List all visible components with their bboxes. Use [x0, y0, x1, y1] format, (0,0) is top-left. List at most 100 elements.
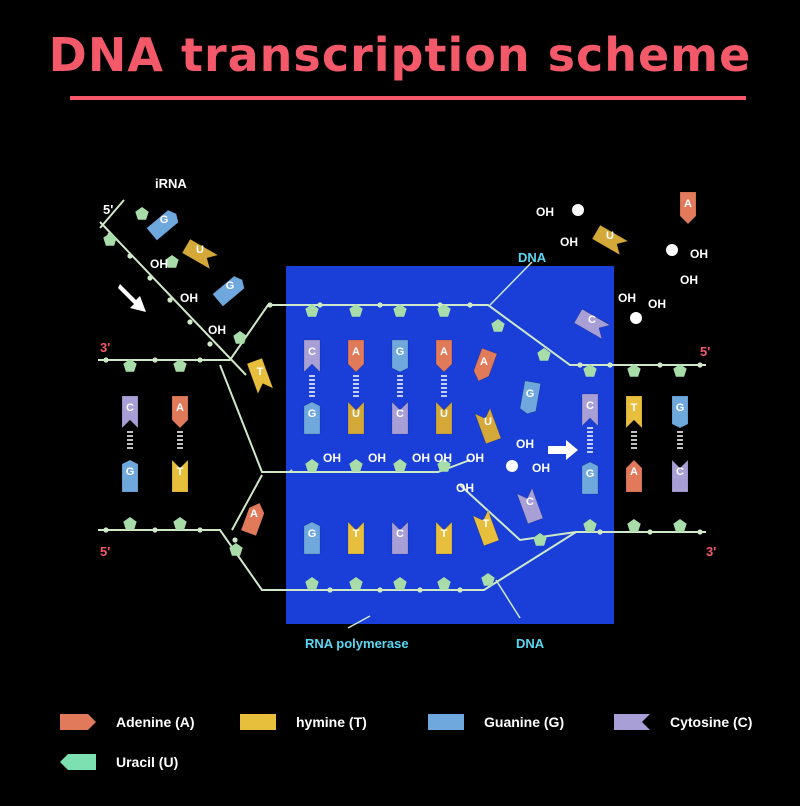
nucleotide-c: C — [121, 395, 139, 429]
dna-bottom-strand-upper — [459, 484, 577, 542]
nucleotide-letter: T — [177, 466, 184, 478]
nucleotide-shape — [347, 401, 365, 435]
nucleotide-letter: C — [396, 528, 404, 540]
irna-strand — [99, 221, 247, 376]
nucleotide-u: U — [181, 238, 219, 270]
sugar-pentagon — [673, 364, 687, 377]
backbone-dot — [127, 253, 133, 259]
nucleotide-shape — [240, 502, 265, 537]
dna-bottom-link — [231, 474, 263, 531]
rna-polymerase-label: RNA polymerase — [305, 636, 409, 651]
nucleotide-g: G — [519, 380, 542, 415]
nucleotide-g: G — [212, 275, 245, 307]
nucleotide-c: C — [581, 393, 599, 427]
nucleotide-shape — [121, 395, 139, 429]
sugar-pentagon — [349, 304, 363, 317]
sugar-pentagon — [229, 543, 243, 556]
nucleotide-shape — [581, 393, 599, 427]
nucleotide-c: C — [391, 401, 409, 435]
three-prime-label: 3' — [100, 340, 110, 355]
sugar-pentagon — [173, 517, 187, 530]
oh-label: OH — [456, 481, 474, 495]
nucleotide-shape — [435, 401, 453, 435]
legend-swatch-shape — [60, 754, 96, 770]
nucleotide-t: T — [171, 459, 189, 493]
sugar-pentagon — [123, 359, 137, 372]
nucleotide-letter: A — [630, 466, 638, 478]
nucleotide-letter: G — [126, 466, 135, 478]
nucleotide-shape — [625, 459, 643, 493]
nucleotide-letter: G — [526, 388, 535, 400]
nucleotide-shape — [625, 395, 643, 429]
nucleotide-shape — [391, 339, 409, 373]
oh-label: OH — [150, 257, 168, 271]
nucleotide-g: G — [391, 339, 409, 373]
backbone-dot — [152, 527, 158, 533]
sugar-pentagon — [135, 207, 149, 220]
oh-label: OH — [680, 273, 698, 287]
nucleotide-shape — [303, 339, 321, 373]
title-underline — [70, 96, 746, 100]
backbone-dot — [597, 529, 603, 535]
nucleotide-a: A — [679, 191, 697, 225]
backbone-dot — [232, 537, 238, 543]
legend-swatch-shape — [60, 714, 96, 730]
arrow-icon — [118, 284, 146, 312]
backbone-dot — [327, 587, 333, 593]
sugar-pentagon — [123, 517, 137, 530]
nucleotide-letter: T — [257, 366, 264, 378]
nucleotide-letter: T — [353, 528, 360, 540]
free-sugar — [666, 244, 678, 256]
oh-label: OH — [323, 451, 341, 465]
legend-label: Adenine (A) — [116, 714, 195, 730]
sugar-pentagon — [349, 459, 363, 472]
sugar-pentagon — [583, 519, 597, 532]
nucleotide-letter: A — [352, 346, 360, 358]
nucleotide-letter: C — [526, 496, 534, 508]
nucleotide-letter: U — [484, 416, 492, 428]
nucleotide-shape — [246, 357, 274, 395]
rna-polymerase-box — [286, 266, 614, 624]
nucleotide-c: C — [671, 459, 689, 493]
nucleotide-t: T — [347, 521, 365, 555]
backbone-dot — [197, 357, 203, 363]
backbone-dot — [207, 341, 213, 347]
oh-label: OH — [180, 291, 198, 305]
sugar-pentagon — [393, 304, 407, 317]
nucleotide-shape — [212, 275, 245, 307]
arrow-icon — [548, 440, 578, 460]
nucleotide-shape — [591, 224, 629, 256]
backbone-dot — [187, 319, 193, 325]
nucleotide-shape — [474, 407, 502, 445]
backbone-dot — [152, 357, 158, 363]
sugar-pentagon — [491, 319, 505, 332]
nucleotide-g: G — [146, 209, 179, 241]
nucleotide-g: G — [581, 461, 599, 495]
nucleotide-letter: C — [396, 408, 404, 420]
oh-label: OH — [412, 451, 430, 465]
nucleotide-t: T — [472, 509, 500, 547]
backbone-dot — [457, 587, 463, 593]
oh-label: OH — [648, 297, 666, 311]
nucleotide-u: U — [591, 224, 629, 256]
legend-item: Cytosine (C) — [614, 712, 752, 732]
nucleotide-letter: G — [676, 402, 685, 414]
sugar-pentagon — [533, 533, 547, 546]
legend-swatch-shape — [240, 714, 276, 730]
nucleotide-letter: C — [586, 400, 594, 412]
nucleotide-g: G — [121, 459, 139, 493]
free-sugar — [630, 312, 642, 324]
oh-label: OH — [466, 451, 484, 465]
dna-label: DNA — [518, 250, 547, 265]
nucleotide-letter: A — [684, 198, 692, 210]
sugar-pentagon — [305, 459, 319, 472]
nucleotide-letter: A — [176, 402, 184, 414]
legend-swatch-shape — [614, 714, 650, 730]
sugar-pentagon — [393, 577, 407, 590]
nucleotide-letter: G — [226, 280, 235, 292]
nucleotide-shape — [303, 401, 321, 435]
backbone-dot — [147, 275, 153, 281]
nucleotide-shape — [472, 509, 500, 547]
legend-swatch — [60, 754, 96, 770]
